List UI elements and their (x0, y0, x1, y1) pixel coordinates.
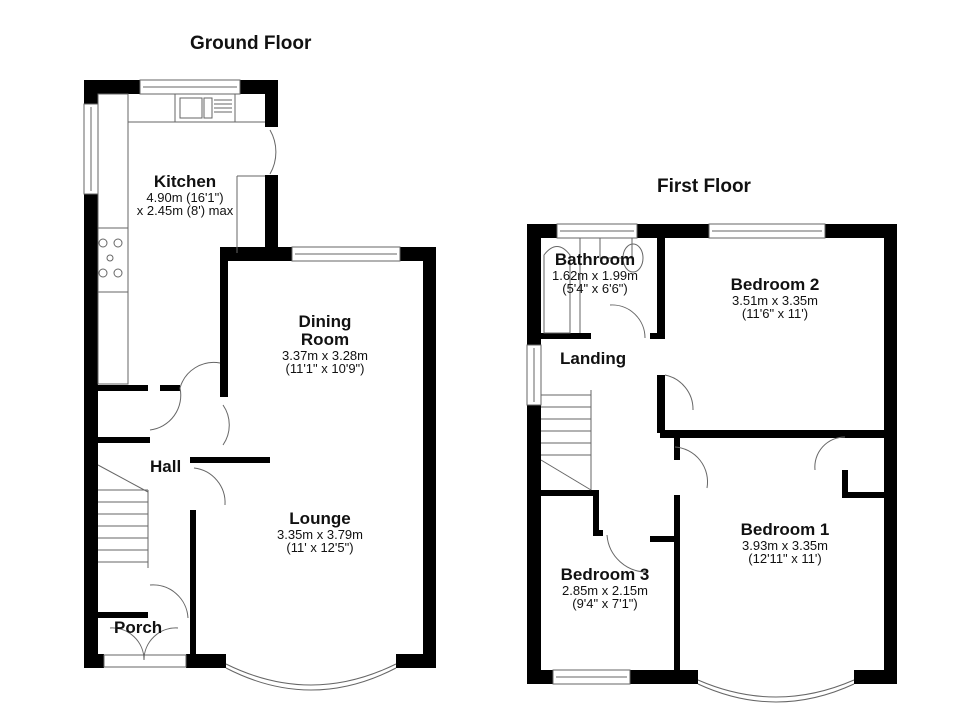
room-dimensions: 3.35m x 3.79m (277, 526, 363, 542)
room-dimensions: 4.90m (16'1") (146, 189, 224, 205)
room-dimensions: (11'6" x 11') (741, 306, 809, 322)
room-dimensions: 2.85m x 2.15m (562, 582, 648, 598)
room-hall: Hall (150, 458, 181, 476)
room-name: Kitchen (153, 172, 217, 191)
ground-floor-plan (84, 80, 436, 668)
room-name: Bathroom (554, 250, 636, 269)
room-name: Landing (560, 349, 627, 368)
room-dimensions: 3.51m x 3.35m (732, 292, 818, 308)
room-name: Dining (298, 312, 352, 331)
room-dimensions: 3.37m x 3.28m (282, 347, 368, 363)
room-kitchen: Kitchen 4.90m (16'1") x 2.45m (8') max (120, 173, 250, 218)
room-bedroom-2: Bedroom 2 3.51m x 3.35m (11'6" x 11') (705, 276, 845, 321)
room-name: Bedroom 3 (560, 565, 650, 584)
ground-floor-title: Ground Floor (190, 33, 312, 54)
room-dimensions: (9'4" x 7'1") (572, 596, 638, 612)
first-floor-plan (527, 224, 897, 684)
room-name: Lounge (289, 509, 351, 528)
room-bedroom-3: Bedroom 3 2.85m x 2.15m (9'4" x 7'1") (550, 566, 660, 611)
room-dimensions: 1.62m x 1.99m (552, 267, 638, 283)
room-dimensions: x 2.45m (8') max (136, 203, 234, 219)
room-name: Hall (150, 457, 182, 476)
room-name: Bedroom 1 (740, 520, 830, 539)
room-dimensions: (11' x 12'5") (286, 540, 354, 556)
room-dining: Dining Room 3.37m x 3.28m (11'1" x 10'9"… (250, 313, 400, 376)
room-name: Room (300, 329, 350, 349)
room-lounge: Lounge 3.35m x 3.79m (11' x 12'5") (245, 510, 395, 555)
room-bathroom: Bathroom 1.62m x 1.99m (5'4" x 6'6") (540, 251, 650, 296)
room-name: Porch (114, 618, 163, 637)
room-dimensions: (5'4" x 6'6") (562, 281, 628, 297)
room-dimensions: 3.93m x 3.35m (742, 537, 828, 553)
room-porch: Porch (114, 619, 162, 637)
room-dimensions: (11'1" x 10'9") (285, 361, 365, 377)
first-floor-title: First Floor (657, 176, 751, 197)
room-dimensions: (12'11" x 11') (748, 551, 822, 567)
room-bedroom-1: Bedroom 1 3.93m x 3.35m (12'11" x 11') (715, 521, 855, 566)
room-name: Bedroom 2 (730, 275, 820, 294)
room-landing: Landing (560, 350, 626, 368)
